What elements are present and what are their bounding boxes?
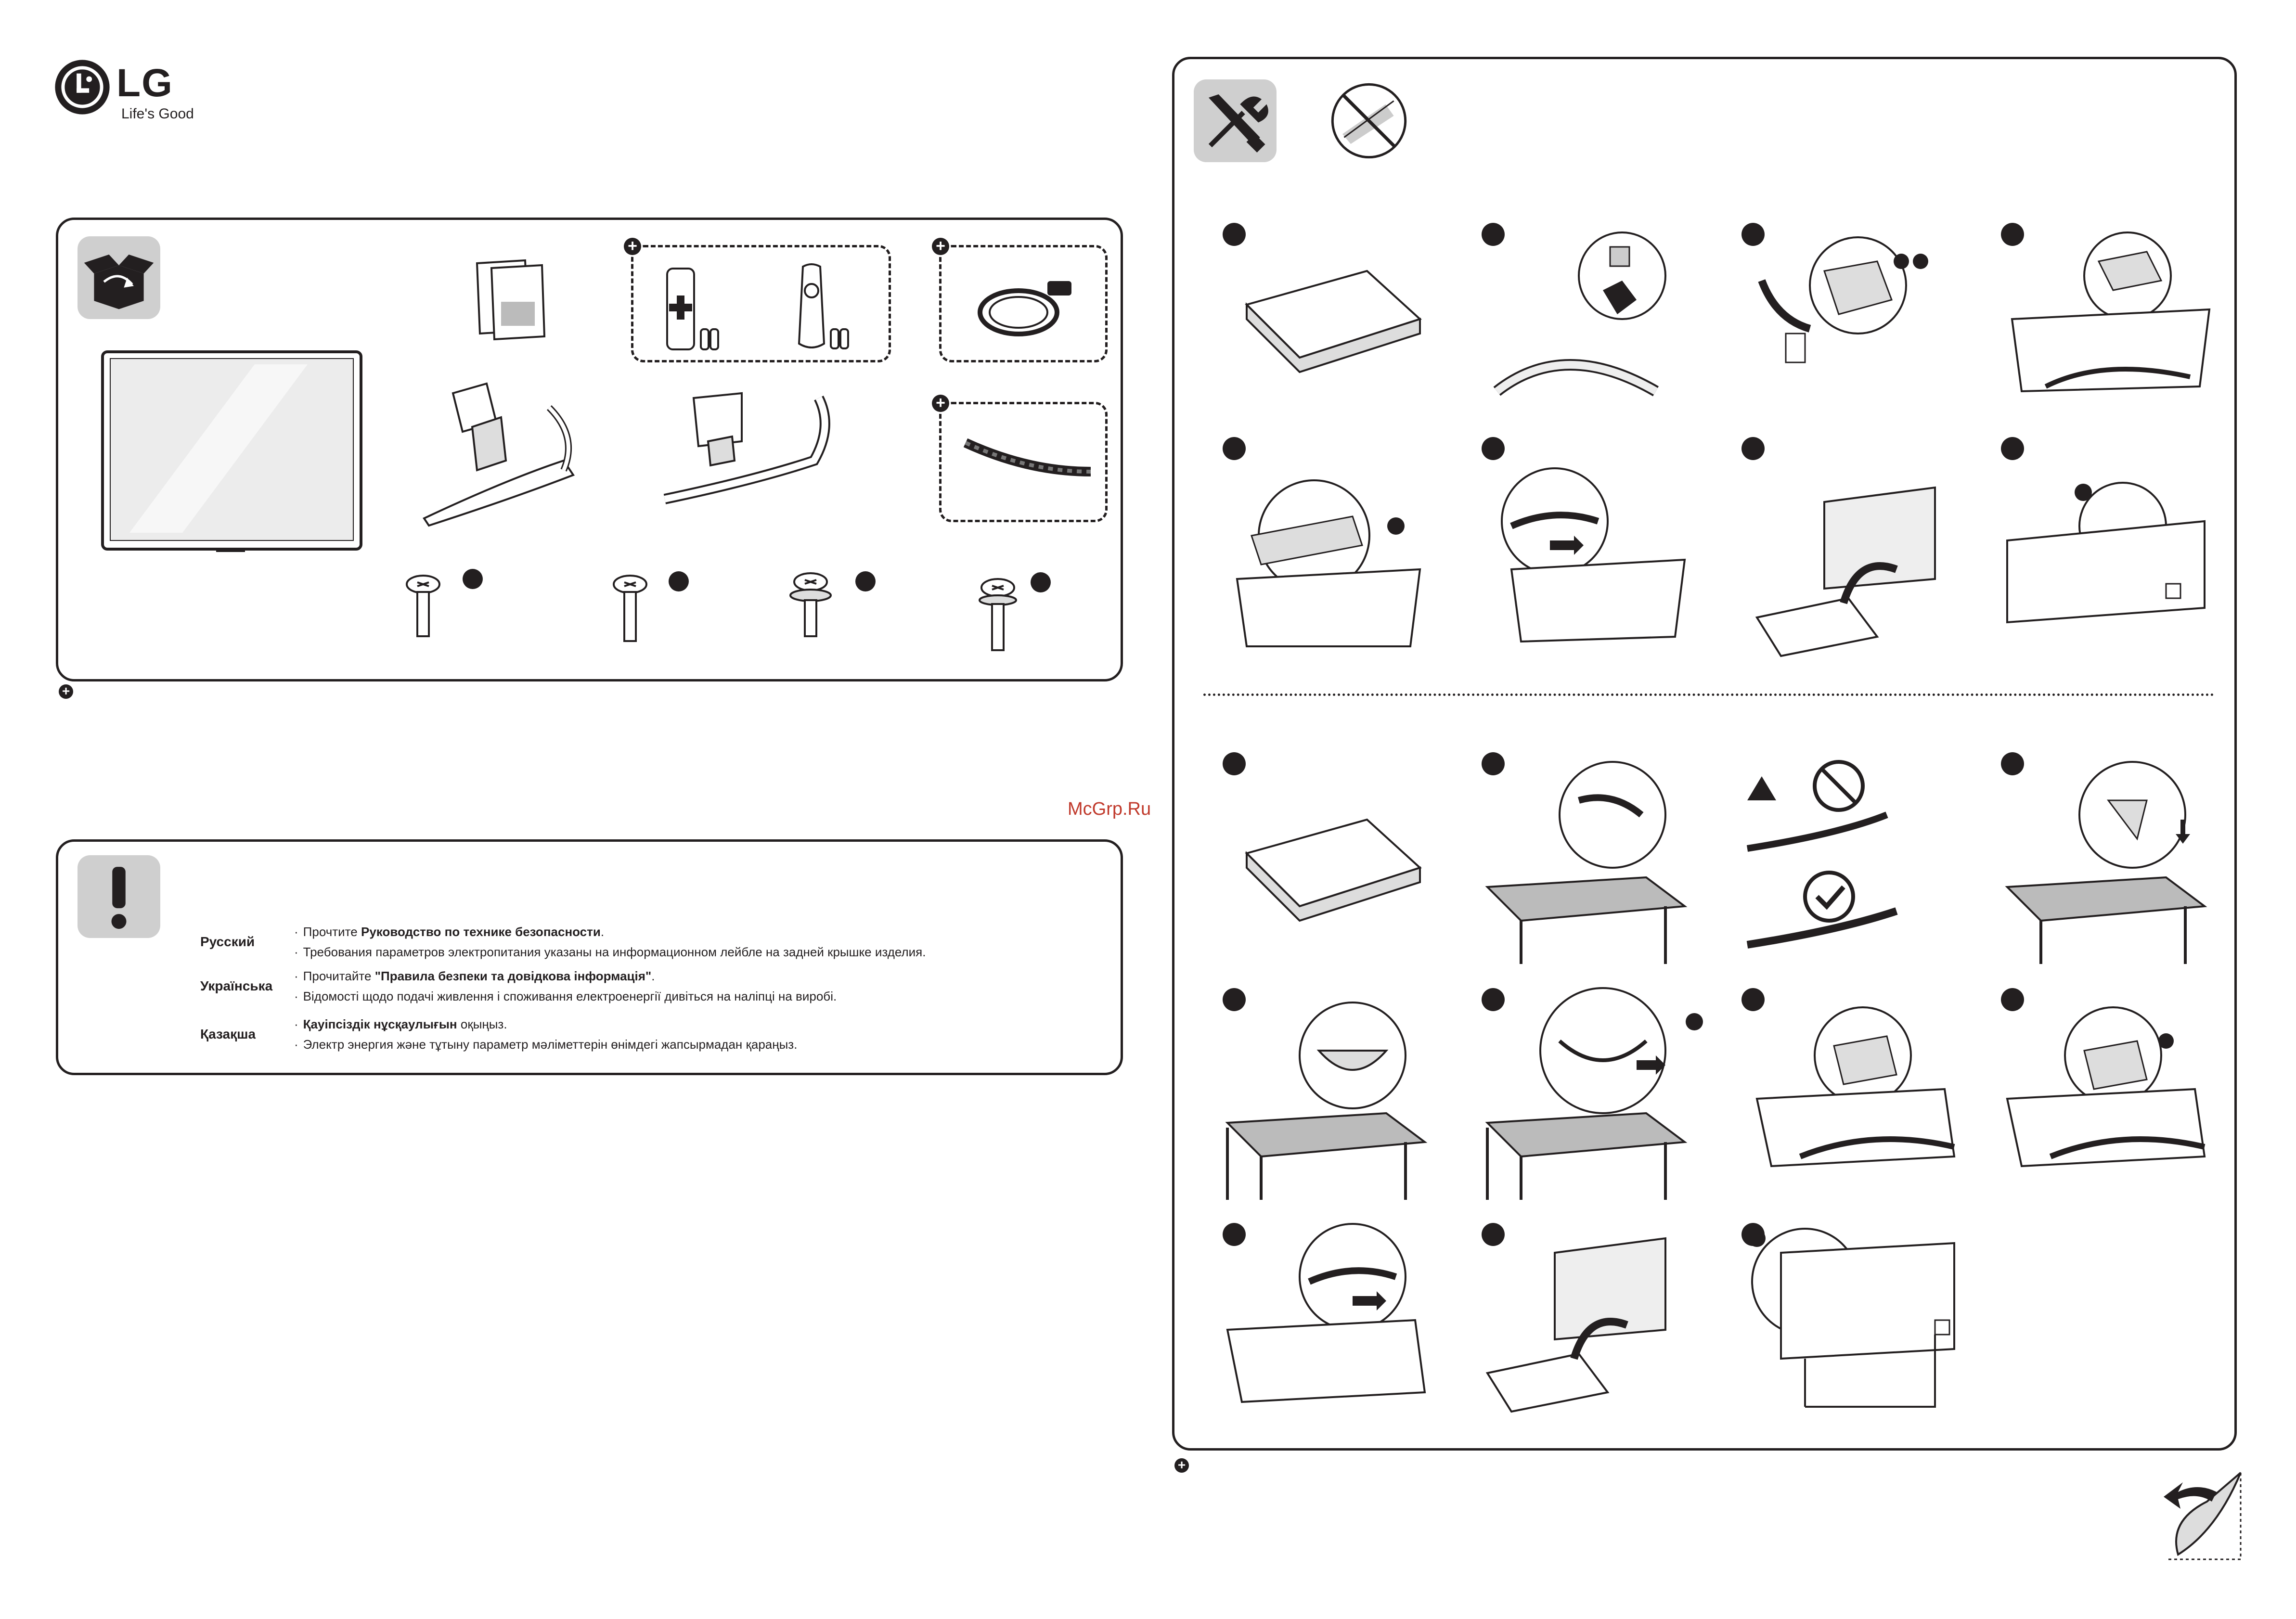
step-number-badge bbox=[1482, 988, 1505, 1011]
cable-management-step-illustration bbox=[2002, 483, 2214, 666]
step-number-badge bbox=[1482, 223, 1505, 246]
no-sharp-surface-icon bbox=[1328, 79, 1410, 162]
plus-circle-icon: + bbox=[932, 395, 949, 412]
part-number-badge bbox=[463, 569, 483, 589]
lg-logo-text: LG bbox=[116, 61, 173, 105]
step-number-badge bbox=[1482, 437, 1505, 460]
stand-assembly-step2-illustration bbox=[1492, 232, 1704, 411]
warning-panel: Русский ·Прочтите Руководство по технике… bbox=[56, 839, 1123, 1075]
plus-circle-icon: + bbox=[59, 684, 73, 699]
plus-circle-icon: + bbox=[1174, 1458, 1189, 1473]
attach-stand-tv-step-illustration bbox=[1752, 1002, 1964, 1185]
step-number-badge bbox=[1223, 223, 1246, 246]
tv-upright-step-illustration bbox=[1752, 483, 1954, 666]
cable-cover-step-illustration bbox=[1483, 468, 1694, 651]
step-number-badge bbox=[1741, 988, 1765, 1011]
step-number-badge bbox=[1223, 752, 1246, 775]
part-number-badge bbox=[855, 571, 876, 591]
plus-circle-icon: + bbox=[624, 238, 641, 255]
page-turn-arrow-icon bbox=[2159, 1463, 2245, 1569]
step-number-badge bbox=[1741, 437, 1765, 460]
optional-remotes-box: + bbox=[624, 238, 891, 362]
cable-management-final-step-illustration bbox=[1742, 1224, 1964, 1426]
step-number-badge bbox=[1741, 223, 1765, 246]
ru-line-2: ·Требования параметров электропитания ук… bbox=[294, 945, 926, 959]
manuals-illustration bbox=[472, 258, 549, 340]
stand-screw-table-step-illustration bbox=[1483, 983, 1714, 1200]
part-number-badge bbox=[1031, 572, 1051, 592]
open-box-icon bbox=[77, 236, 160, 319]
attach-screws-tv-step-illustration bbox=[2002, 1002, 2214, 1185]
magic-remote-icon bbox=[792, 262, 860, 353]
power-cord-icon bbox=[970, 281, 1071, 348]
tv-face-down-illustration bbox=[1242, 266, 1425, 377]
remote-control-icon bbox=[662, 267, 730, 353]
stand-base-illustration bbox=[660, 388, 843, 514]
kk-line-2: ·Электр энергия және тұтыну параметр мәл… bbox=[294, 1037, 798, 1052]
part-number-badge bbox=[669, 571, 689, 591]
optional-cable-holder-box: + bbox=[932, 395, 1108, 522]
language-label-ru: Русский bbox=[200, 934, 255, 949]
stand-assembly-step4-illustration bbox=[2007, 232, 2219, 415]
correct-incorrect-step-illustration bbox=[1742, 752, 1964, 964]
stand-assembly-step5-illustration bbox=[1227, 483, 1434, 666]
plus-circle-icon: + bbox=[932, 238, 949, 255]
stand-assembly-step3-illustration bbox=[1757, 232, 1969, 415]
cable-cover-final-step-illustration bbox=[1223, 1219, 1434, 1421]
step-number-badge bbox=[1482, 1223, 1505, 1246]
screw-long-icon bbox=[979, 577, 1017, 654]
uk-line-1: ·Прочитайте "Правила безпеки та довідков… bbox=[294, 969, 655, 983]
language-label-uk: Українська bbox=[200, 978, 273, 993]
tv-face-down-illustration bbox=[1242, 815, 1425, 925]
stand-body-table-step-illustration bbox=[1223, 1002, 1434, 1200]
step-number-badge bbox=[2001, 752, 2024, 775]
assembly-panel bbox=[1172, 57, 2237, 1451]
step-number-badge bbox=[2001, 988, 2024, 1011]
ru-line-1: ·Прочтите Руководство по технике безопас… bbox=[294, 925, 605, 939]
tv-front-illustration bbox=[101, 350, 363, 554]
kk-line-1: ·Қауіпсіздік нұсқаулығын оқыңыз. bbox=[294, 1017, 507, 1031]
screw-b-icon bbox=[611, 574, 649, 646]
step-number-badge bbox=[1482, 752, 1505, 775]
watermark-text: McGrp.Ru bbox=[1068, 799, 1151, 819]
table-stand-step-illustration bbox=[1483, 762, 1694, 964]
section-divider bbox=[1203, 694, 2214, 696]
step-number-badge bbox=[2001, 223, 2024, 246]
lg-logo-icon bbox=[55, 60, 110, 115]
optional-power-cord-box: + bbox=[932, 238, 1108, 362]
exclamation-icon bbox=[77, 855, 160, 938]
lg-logo: LG Life's Good bbox=[54, 54, 208, 126]
tv-upright-final-step-illustration bbox=[1483, 1234, 1685, 1426]
language-label-kk: Қазақша bbox=[200, 1027, 256, 1041]
screw-a-icon bbox=[404, 574, 442, 641]
step-number-badge bbox=[1223, 437, 1246, 460]
stand-body-illustration bbox=[419, 379, 588, 528]
tools-icon bbox=[1194, 79, 1277, 162]
stand-lock-step-illustration bbox=[2002, 762, 2214, 964]
step-number-badge bbox=[1223, 988, 1246, 1011]
uk-line-2: ·Відомості щодо подачі живлення і спожив… bbox=[294, 989, 837, 1003]
screw-washer-icon bbox=[789, 571, 832, 643]
cable-holder-icon bbox=[956, 428, 1100, 501]
contents-panel: + + + bbox=[56, 218, 1123, 681]
lg-tagline: Life's Good bbox=[121, 106, 194, 122]
step-number-badge bbox=[2001, 437, 2024, 460]
step-number-badge bbox=[1223, 1223, 1246, 1246]
